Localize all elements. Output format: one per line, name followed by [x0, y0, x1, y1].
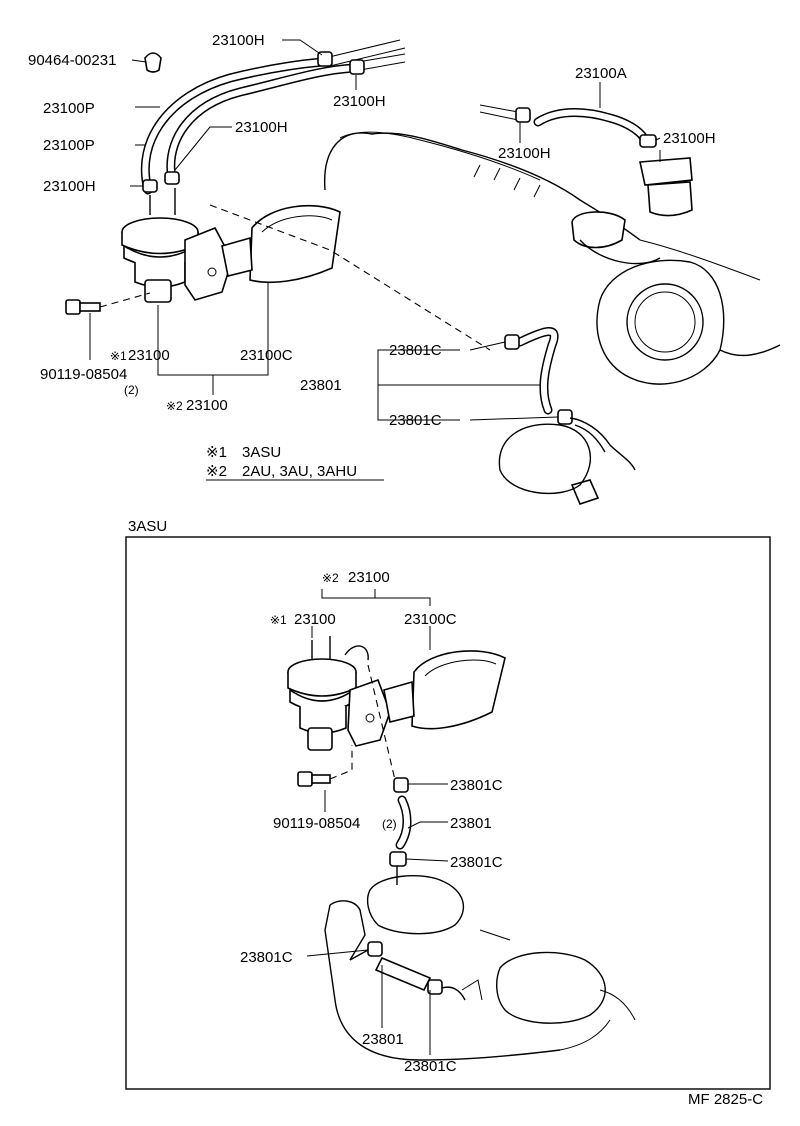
clamp-23100H-d — [164, 171, 180, 185]
label-23100A: 23100A — [575, 65, 627, 82]
fuel-filter — [479, 104, 693, 217]
fuel-hoses-23100P — [140, 57, 359, 195]
label-23100H-a: 23100H — [212, 32, 265, 49]
inset-label-23801C-b: 23801C — [450, 854, 503, 871]
engine-outline — [323, 131, 781, 385]
inset-guide-dash — [367, 664, 396, 781]
label-23100P-b: 23100P — [43, 137, 95, 154]
clamp-23100H-c — [142, 179, 158, 193]
inset-label-qty-2: (2) — [382, 817, 397, 831]
label-23801: 23801 — [300, 377, 342, 394]
label-90464-00231: 90464-00231 — [28, 52, 116, 69]
guide-dash-top — [209, 204, 491, 351]
fuel-pipes — [324, 39, 406, 71]
inset-lower-hose — [349, 941, 466, 1001]
figure-code: MF 2825-C — [688, 1091, 763, 1108]
clamp-23100H-f — [639, 134, 657, 148]
label-23100H-e: 23100H — [663, 130, 716, 147]
inset-note-mark-2: ※2 — [322, 571, 339, 585]
inset-bolt — [297, 745, 353, 787]
label-23801C-b: 23801C — [389, 412, 442, 429]
note-mark-2-top: ※2 — [166, 399, 183, 413]
inset-label-23801-b: 23801 — [362, 1031, 404, 1048]
leader-lines-top — [89, 39, 661, 421]
inset-label-23801C-d: 23801C — [404, 1058, 457, 1075]
vacuum-hose-23801 — [498, 327, 636, 505]
inset-fuel-pump — [287, 636, 391, 751]
hose-clamps-top — [142, 51, 365, 193]
clamp-23100H-a — [317, 51, 333, 67]
inset-label-23801C-a: 23801C — [450, 777, 503, 794]
inset-label-23100-2: 23100 — [348, 569, 390, 586]
fuel-pump-23100 — [121, 188, 233, 303]
label-23100-2: 23100 — [186, 397, 228, 414]
clamp-23100H-b — [349, 59, 365, 75]
bolt-90119 — [65, 292, 151, 315]
inset-frame — [125, 536, 771, 1090]
legend-mark-2: ※2 — [206, 463, 227, 480]
inset-3asu: 3ASU — [125, 518, 771, 1090]
inset-clamp-d — [427, 979, 443, 995]
inset-clamp-b — [389, 851, 407, 867]
inset-title: 3ASU — [128, 518, 167, 535]
label-23100C: 23100C — [240, 347, 293, 364]
inset-label-23801C-c: 23801C — [240, 949, 293, 966]
clamp-23801C-a — [504, 334, 520, 350]
inset-hose-23801 — [389, 777, 412, 885]
inset-leader-lines — [306, 589, 449, 1055]
legend-value-1: 3ASU — [242, 444, 281, 461]
label-23100H-d: 23100H — [43, 178, 96, 195]
inset-clamp-a — [393, 777, 409, 793]
clamp-23100H-e — [515, 107, 531, 123]
oil-cap — [571, 211, 626, 249]
label-23100H-f: 23100H — [498, 145, 551, 162]
inset-label-90119-08504: 90119-08504 — [273, 815, 360, 832]
label-23100H-b: 23100H — [333, 93, 386, 110]
label-23100P-a: 23100P — [43, 100, 95, 117]
inset-label-23801-a: 23801 — [450, 815, 492, 832]
clamp-23801C-b — [557, 409, 573, 425]
clip-90464 — [144, 52, 162, 73]
label-23100-1: 23100 — [128, 347, 170, 364]
label-90119-08504: 90119-08504 — [40, 366, 127, 383]
inset-label-23100C: 23100C — [404, 611, 457, 628]
insulator-23100C — [221, 204, 341, 284]
inset-note-mark-1: ※1 — [270, 613, 287, 627]
inset-insulator — [383, 650, 506, 730]
label-23801C-a: 23801C — [389, 342, 442, 359]
legend-value-2: 2AU, 3AU, 3AHU — [242, 463, 357, 480]
inset-carburetor — [324, 875, 636, 1061]
note-mark-1-top: ※1 — [110, 349, 127, 363]
top-assembly: 90464-00231 23100H 23100H 23100P 23100P … — [28, 32, 781, 505]
inset-label-23100-1: 23100 — [294, 611, 336, 628]
inset-clamp-c — [367, 941, 383, 957]
label-23100H-c: 23100H — [235, 119, 288, 136]
label-qty-2: (2) — [124, 383, 139, 397]
legend-mark-1: ※1 — [206, 444, 227, 461]
legend: ※1 3ASU ※2 2AU, 3AU, 3AHU — [206, 444, 384, 481]
